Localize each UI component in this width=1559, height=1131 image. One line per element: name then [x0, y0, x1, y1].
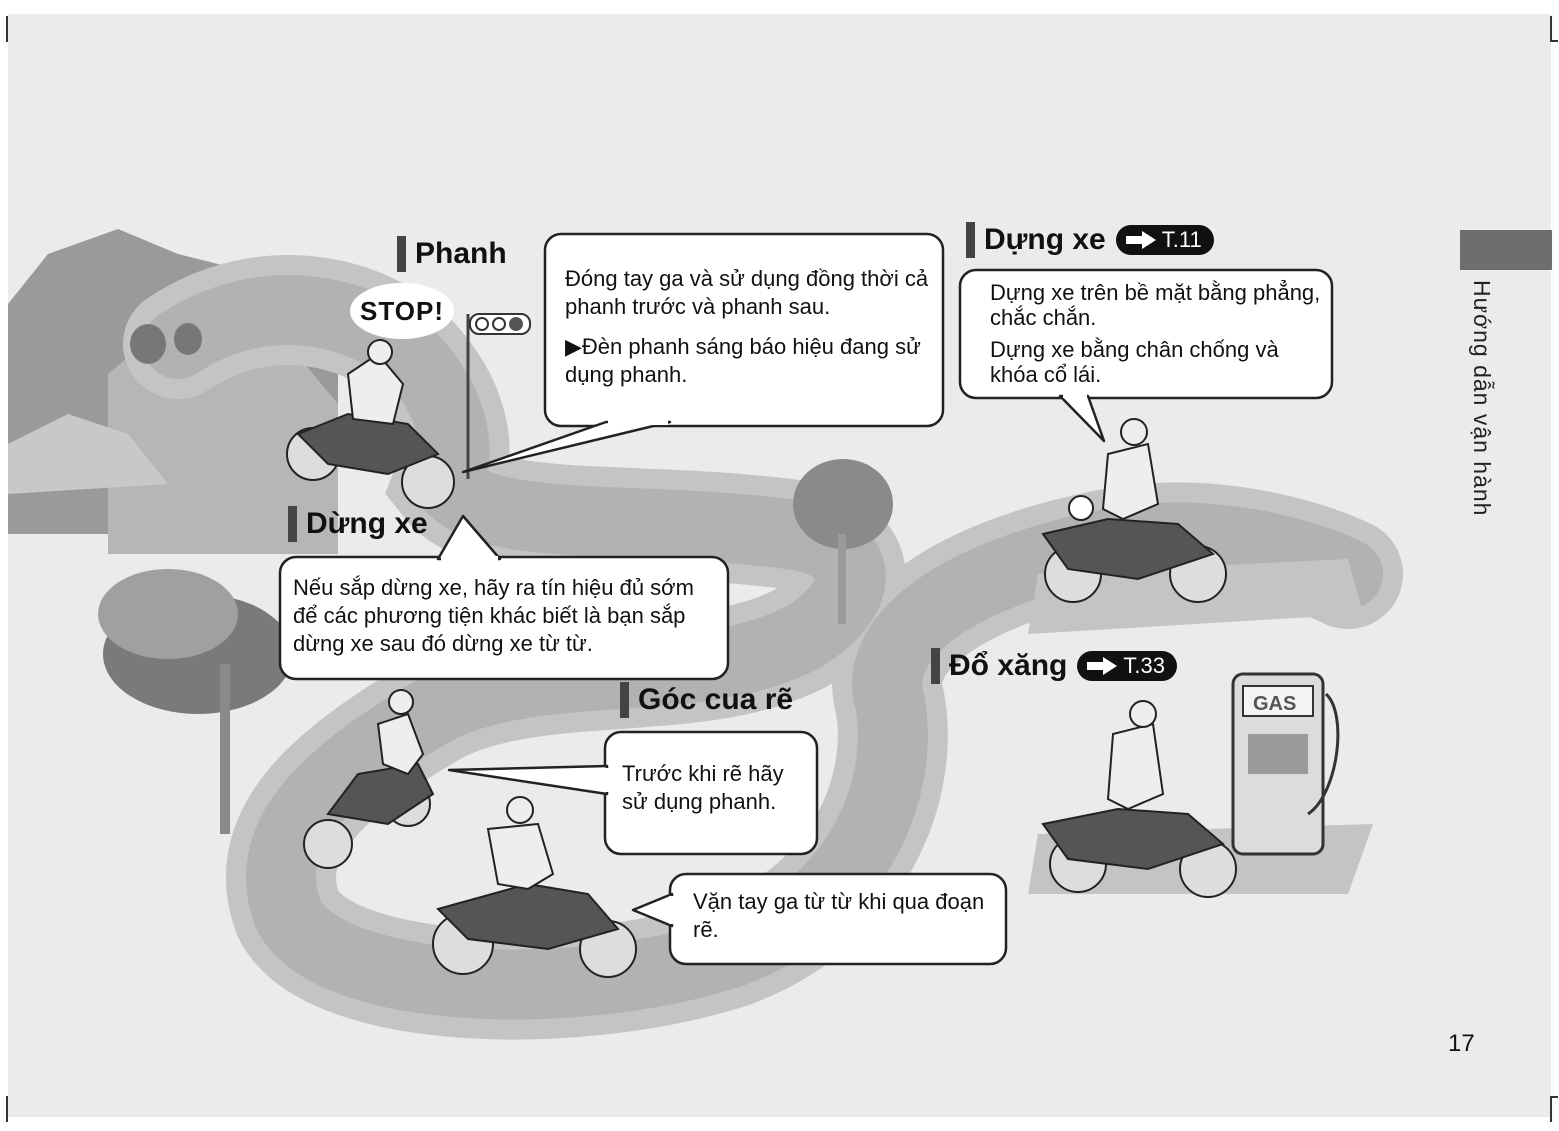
crop-mark [1550, 16, 1552, 42]
heading-dung-xe-park-title: Dựng xe [984, 223, 1106, 256]
stop-sign-text: STOP! [360, 296, 444, 326]
heading-bar [931, 648, 940, 684]
manual-page: GAS STOP! [8, 14, 1552, 1117]
bubble-dung-xe-stop [278, 555, 730, 681]
dung-xe-park-text-2: Dựng xe bằng chân chống và khóa cổ lái. [990, 337, 1279, 387]
crop-mark [1550, 1096, 1558, 1098]
page-reference-text: T.11 [1161, 227, 1202, 252]
phanh-note: ▶Đèn phanh sáng báo hiệu đang sử dụng ph… [565, 334, 921, 387]
arrow-right-icon [1125, 231, 1156, 249]
heading-goc-cua-title: Góc cua rẽ [638, 683, 794, 716]
heading-do-xang: Đổ xăng T.33 [931, 648, 1177, 684]
page-reference-text: T.33 [1123, 653, 1165, 678]
stop-bubble [350, 283, 454, 339]
dung-xe-park-text-block: Dựng xe trên bề mặt bằng phẳng, chắc chắ… [990, 280, 1324, 387]
heading-dung-xe-stop: Dừng xe [288, 506, 428, 542]
phanh-text-block: Đóng tay ga và sử dụng đồng thời cả phan… [565, 265, 937, 389]
motorcycle-icon [286, 339, 1237, 978]
page-number: 17 [1448, 1030, 1475, 1057]
tree-icon [98, 323, 893, 834]
page-reference-link[interactable]: T.11 [1115, 225, 1214, 255]
goc-cua-text-2: Vặn tay ga từ từ khi qua đoạn rẽ. [693, 889, 985, 942]
heading-dung-xe-park: Dựng xe T.11 [966, 222, 1214, 258]
dung-xe-park-text-1: Dựng xe trên bề mặt bằng phẳng, chắc chắ… [990, 280, 1321, 330]
dung-xe-stop-text: Nếu sắp dừng xe, hãy ra tín hiệu đủ sớm … [293, 575, 694, 656]
bubble-dung-xe-park-tail [1058, 394, 1106, 443]
bubble-goc-cua-1-tail [447, 764, 609, 796]
heading-goc-cua: Góc cua rẽ [620, 682, 793, 718]
crop-mark [1550, 1096, 1552, 1122]
page-reference-link[interactable]: T.33 [1077, 651, 1177, 681]
phanh-text: Đóng tay ga và sử dụng đồng thời cả phan… [565, 266, 929, 319]
tail-seams [441, 392, 1087, 924]
crop-mark [6, 16, 8, 42]
section-side-label: Hướng dẫn vận hành [1469, 280, 1495, 517]
heading-bar [966, 222, 975, 258]
heading-dung-xe-stop-title: Dừng xe [306, 507, 428, 540]
traffic-light-icon [466, 313, 531, 479]
heading-bar [397, 236, 406, 272]
section-tab [1460, 230, 1552, 270]
goc-cua-text-1: Trước khi rẽ hãy sử dụng phanh. [622, 761, 784, 814]
heading-phanh-title: Phanh [415, 237, 507, 270]
fuel-pump-icon [1231, 672, 1340, 856]
heading-phanh: Phanh [397, 236, 507, 272]
heading-bar [620, 682, 629, 718]
heading-bar [288, 506, 297, 542]
bubble-phanh [543, 232, 945, 428]
bubble-dung-xe-park [958, 268, 1334, 400]
crop-mark [1550, 40, 1558, 42]
road-illustration: GAS [8, 229, 1403, 1040]
heading-do-xang-title: Đổ xăng [949, 649, 1068, 682]
arrow-right-icon [1087, 657, 1118, 675]
crop-mark [6, 1096, 8, 1122]
speech-bubbles [278, 232, 1334, 966]
gas-pump-label: GAS [1253, 693, 1296, 715]
